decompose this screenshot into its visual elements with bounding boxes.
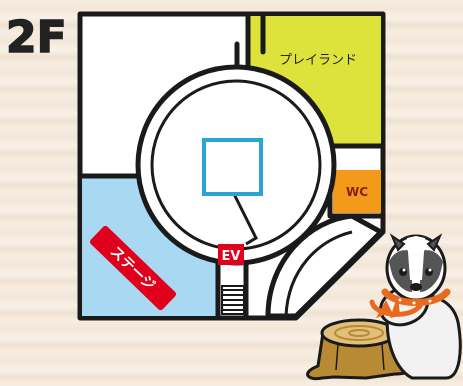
passage-wall <box>228 185 258 246</box>
passage <box>218 186 258 244</box>
wc-room <box>333 170 381 213</box>
central-pillar <box>202 138 263 196</box>
play-land-area <box>248 16 381 146</box>
stage-area <box>82 177 218 316</box>
lower-arch-outer <box>265 213 384 319</box>
badger-mascot-icon <box>369 233 462 380</box>
wc-label: WC <box>346 185 368 199</box>
play-land-label: プレイランド <box>279 53 357 68</box>
ev-label: EV <box>222 249 241 264</box>
floor-label: 2F <box>6 12 67 63</box>
ev-sign <box>218 244 244 265</box>
lower-arch-inner <box>284 230 353 317</box>
stairs-icon <box>221 285 245 315</box>
